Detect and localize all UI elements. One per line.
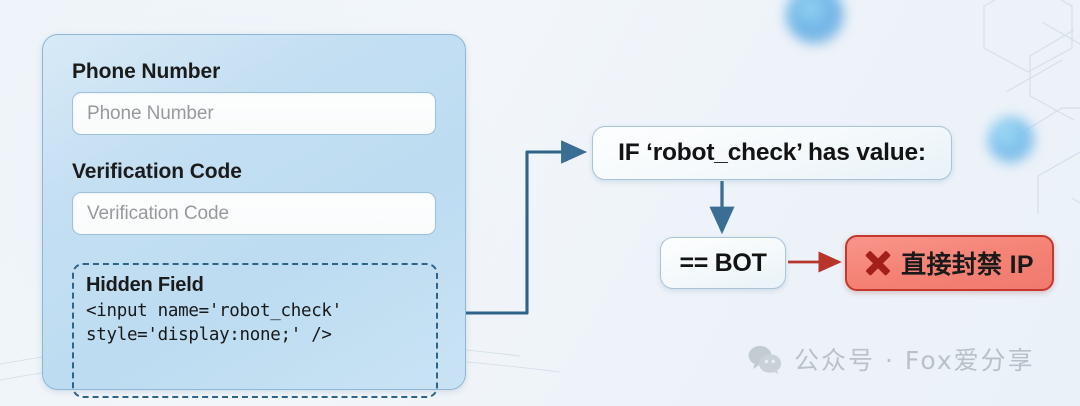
hidden-field-code-line-2: style='display:none;' />: [86, 325, 332, 345]
ban-action-label: 直接封禁 IP: [901, 251, 1034, 279]
watermark-text: 公众号 · Fox爱分享: [794, 346, 1035, 375]
watermark: 公众号 · Fox爱分享: [748, 341, 1035, 377]
verification-code-placeholder: Verification Code: [87, 202, 229, 224]
ban-action-box: 直接封禁 IP: [845, 235, 1054, 291]
signup-form-card: Phone Number Phone Number Verification C…: [42, 34, 466, 398]
condition-box: IF ‘robot_check’ has value:: [592, 126, 952, 180]
bot-result-box: == BOT: [660, 237, 786, 289]
field-group-phone: Phone Number Phone Number: [72, 59, 436, 135]
field-group-verification: Verification Code Verification Code: [72, 159, 436, 235]
phone-number-input[interactable]: Phone Number: [72, 92, 436, 135]
decorative-orb-top: [786, 0, 844, 44]
phone-number-placeholder: Phone Number: [87, 102, 214, 124]
hidden-field-title: Hidden Field: [86, 274, 204, 296]
hidden-field-box: Hidden Field <input name='robot_check' s…: [72, 263, 438, 398]
verification-code-label: Verification Code: [72, 160, 242, 183]
decorative-orb-right: [988, 117, 1034, 163]
hidden-field-code-line-1: <input name='robot_check': [86, 301, 342, 321]
phone-number-label: Phone Number: [72, 60, 221, 83]
red-x-icon: [865, 251, 890, 276]
wechat-icon: [748, 345, 782, 374]
verification-code-input[interactable]: Verification Code: [72, 192, 436, 235]
